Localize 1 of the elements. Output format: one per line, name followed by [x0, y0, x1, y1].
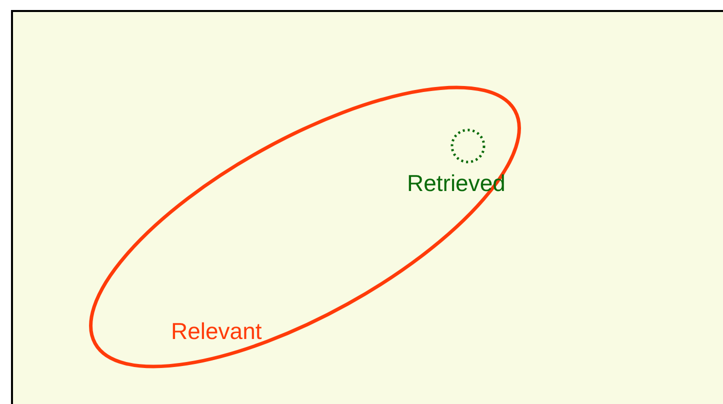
- set-label: Relevant: [171, 320, 262, 343]
